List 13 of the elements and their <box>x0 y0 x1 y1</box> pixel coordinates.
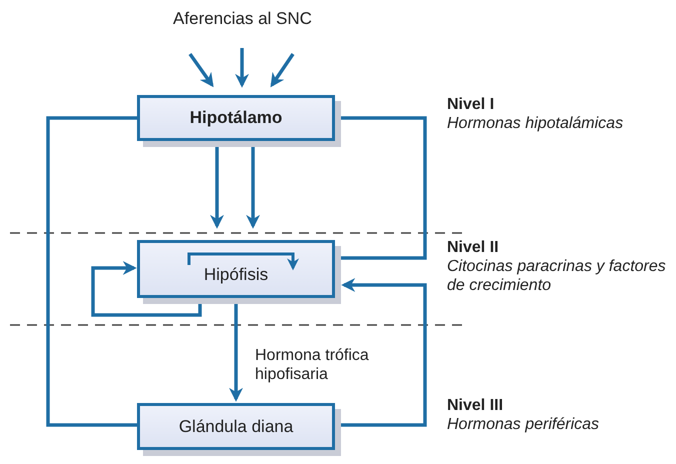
level-title: Nivel II <box>447 238 499 257</box>
level-description: Hormonas periféricas <box>447 415 600 434</box>
arrow <box>91 261 202 317</box>
level-title: Nivel I <box>447 95 494 114</box>
level-description: Hormonas hipotalámicas <box>447 114 624 133</box>
level-description: Citocinas paracrinas y factores de crecimiento <box>447 257 667 295</box>
arrow <box>341 278 427 427</box>
arrow <box>270 53 294 88</box>
arrow <box>235 48 249 88</box>
arrow <box>188 52 214 88</box>
arrow <box>229 304 243 402</box>
node-text: Aferencias al SNC <box>173 9 312 29</box>
level-title: Nivel III <box>447 396 504 415</box>
